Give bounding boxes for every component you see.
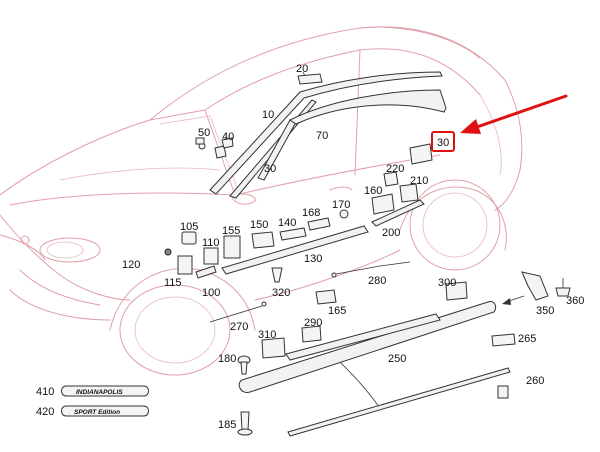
emblem-410-text: INDIANAPOLIS: [76, 389, 123, 396]
part-100-fender-trim[interactable]: [195, 265, 217, 279]
callout-165: 165: [328, 305, 346, 317]
callout-260: 260: [526, 375, 544, 387]
part-200-door-molding[interactable]: [371, 199, 425, 227]
emblem-410-indianapolis[interactable]: INDIANAPOLIS: [61, 385, 149, 397]
callout-360: 360: [566, 295, 584, 307]
callout-155: 155: [222, 225, 240, 237]
callout-170: 170: [332, 199, 350, 211]
callout-110: 110: [202, 237, 220, 249]
part-270-cable[interactable]: [209, 301, 267, 323]
highlight-callout-30[interactable]: 30: [431, 131, 455, 152]
part-105-cap[interactable]: [181, 231, 197, 245]
callout-310: 310: [258, 329, 276, 341]
part-300-bracket[interactable]: [445, 281, 468, 301]
callout-100: 100: [202, 287, 220, 299]
part-50-clip[interactable]: [195, 137, 206, 150]
callout-250: 250: [388, 353, 406, 365]
part-320-fastener[interactable]: [271, 267, 283, 283]
highlight-label: 30: [437, 137, 449, 149]
part-150-bracket[interactable]: [251, 231, 275, 249]
callout-160: 160: [364, 185, 382, 197]
callout-150: 150: [250, 219, 268, 231]
part-280-cable[interactable]: [331, 261, 411, 278]
part-120-fastener[interactable]: [164, 248, 172, 256]
callout-168: 168: [302, 207, 320, 219]
callout-265: 265: [518, 333, 536, 345]
callout-140: 140: [278, 217, 296, 229]
callout-320: 320: [272, 287, 290, 299]
part-250-rocker-panel[interactable]: [238, 301, 497, 409]
callout-115: 115: [164, 277, 182, 289]
callout-20: 20: [296, 63, 308, 75]
part-168-clip[interactable]: [307, 217, 331, 231]
part-290-clip[interactable]: [301, 325, 322, 343]
part-160-bracket[interactable]: [371, 193, 395, 215]
callout-10: 10: [262, 109, 274, 121]
part-260-strip[interactable]: [287, 367, 511, 437]
callout-105: 105: [180, 221, 198, 233]
callout-420: 420: [36, 406, 54, 418]
callout-350: 350: [536, 305, 554, 317]
part-130-door-trim[interactable]: [221, 225, 369, 275]
part-310-bracket[interactable]: [261, 337, 286, 359]
callout-30: 30: [264, 163, 276, 175]
callout-300: 300: [438, 277, 456, 289]
callout-130: 130: [304, 253, 322, 265]
part-170-button[interactable]: [339, 209, 349, 219]
part-360-screw[interactable]: [555, 278, 571, 297]
part-185-screw[interactable]: [237, 411, 253, 436]
part-70-window-channel[interactable]: [289, 89, 447, 125]
part-40-clip[interactable]: [214, 137, 234, 159]
part-155-bracket[interactable]: [223, 235, 241, 259]
callout-185: 185: [218, 419, 236, 431]
part-115-clip[interactable]: [177, 255, 193, 275]
car-outline: [0, 26, 523, 376]
callout-410: 410: [36, 386, 54, 398]
part-210-bracket[interactable]: [399, 183, 419, 203]
part-260-end-cap[interactable]: [497, 385, 509, 399]
part-20-clip[interactable]: [297, 71, 323, 85]
part-140-clip[interactable]: [279, 227, 307, 241]
callout-220: 220: [386, 163, 404, 175]
emblem-420-text: SPORT Edition: [74, 409, 120, 416]
callout-70: 70: [316, 130, 328, 142]
part-165-bracket[interactable]: [315, 289, 337, 305]
callout-270: 270: [230, 321, 248, 333]
callout-210: 210: [410, 175, 428, 187]
callout-180: 180: [218, 353, 236, 365]
callout-40: 40: [222, 131, 234, 143]
callout-50: 50: [198, 127, 210, 139]
highlight-arrow: [460, 94, 568, 134]
callout-labels: 20 10 70 50 40 30 220 160 210 170 168 14…: [36, 63, 584, 431]
part-230-bracket[interactable]: [409, 143, 433, 165]
part-110-clip[interactable]: [203, 247, 219, 265]
part-180-screw[interactable]: [237, 355, 251, 375]
callout-120: 120: [122, 259, 140, 271]
part-220-clip[interactable]: [383, 171, 399, 187]
callout-200: 200: [382, 227, 400, 239]
callout-290: 290: [304, 317, 322, 329]
part-350-bracket[interactable]: [502, 271, 549, 305]
callout-280: 280: [368, 275, 386, 287]
emblem-420-sport[interactable]: SPORT Edition: [61, 405, 149, 417]
part-265-clip[interactable]: [491, 333, 516, 347]
